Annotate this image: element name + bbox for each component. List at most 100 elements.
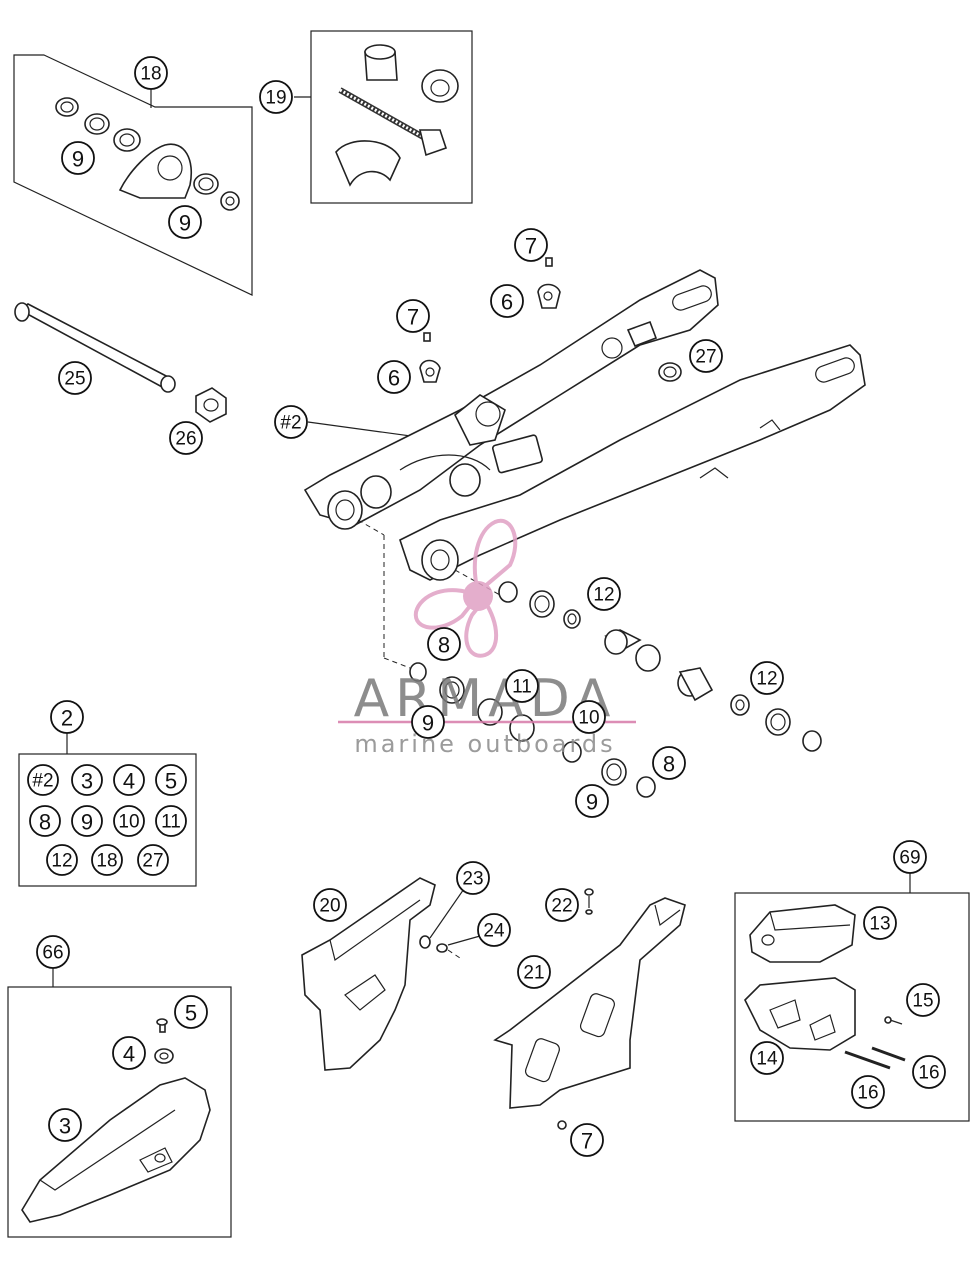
kit2-item-ring [91,844,123,876]
axle-and-nut [14,302,227,423]
callout-c-27: 27 [689,339,723,373]
kit2-item-0: #2 [27,764,59,796]
callout-number: 9 [72,147,84,172]
kit2-item-3: 5 [155,764,187,796]
callout-ring [313,888,347,922]
callout-c-11a: 11 [505,669,539,703]
callout-ring [750,1041,784,1075]
callout-number: 21 [523,963,544,984]
kit2-item-5: 9 [71,805,103,837]
callout-ring [36,935,70,969]
callout-c-13: 13 [863,906,897,940]
callout-ring [377,360,411,394]
callout-number: 14 [756,1049,778,1070]
callout-c-26: 26 [169,421,203,455]
callout-c-5: 5 [174,995,208,1029]
callout-c-69: 69 [893,840,927,874]
watermark-subtitle: marine outboards [354,730,615,758]
kit2-item-ring [155,764,187,796]
callout-ring [514,228,548,262]
callout-ring [505,669,539,703]
callout-ring [652,746,686,780]
chain-guard-20 [301,877,461,1071]
callout-c-25: 25 [58,361,92,395]
callout-number: 25 [64,369,85,390]
callout-ring [168,205,202,239]
kit2-item-number: 12 [51,851,72,872]
kit-18-frame [13,54,253,296]
watermark-title: ARMADA [354,669,617,729]
callout-c-9c: 9 [411,705,445,739]
callout-number: 10 [578,708,599,729]
kit2-item-ring [155,805,187,837]
callout-number: 12 [593,585,614,606]
swing-arm [303,269,866,581]
callout-number: 8 [663,752,675,777]
kit-69-frame [734,892,970,1122]
callout-c-16a: 16 [912,1055,946,1089]
callout-c-h2: #2 [274,405,308,439]
kit2-item-ring [113,805,145,837]
kit-2-frame [18,753,197,887]
callout-ring [169,421,203,455]
callout-ring [58,361,92,395]
callout-ring [517,955,551,989]
callout-c-3: 3 [48,1108,82,1142]
kit-66-parts [21,1018,211,1223]
callout-ring [259,80,293,114]
callout-number: 7 [581,1129,593,1154]
kit2-item-number: #2 [32,771,53,792]
callout-ring [587,577,621,611]
kit2-item-6: 10 [113,805,145,837]
kit2-item-ring [113,764,145,796]
callout-ring [61,141,95,175]
callout-c-8b: 8 [652,746,686,780]
callout-ring [893,840,927,874]
callout-ring [490,284,524,318]
kit2-item-ring [71,805,103,837]
kit2-item-number: 3 [81,769,93,794]
callout-c-9a: 9 [61,141,95,175]
kit2-item-ring [71,764,103,796]
kit2-item-1: 3 [71,764,103,796]
callout-c-2: 2 [50,700,84,734]
kit-69-parts [744,904,906,1070]
callout-c-21: 21 [517,955,551,989]
callout-number: 24 [483,921,505,942]
callout-number: 11 [512,677,532,698]
callout-number: 3 [59,1114,71,1139]
callout-c-8a: 8 [427,627,461,661]
callout-number: 27 [695,347,716,368]
kit2-item-number: 4 [123,769,135,794]
kit2-item-10: 27 [137,844,169,876]
callout-c-6a: 6 [490,284,524,318]
callout-ring [570,1123,604,1157]
callout-number: 69 [899,848,920,869]
callout-ring [572,700,606,734]
kit2-item-ring [137,844,169,876]
kit2-item-9: 18 [91,844,123,876]
kit2-item-ring [29,805,61,837]
callout-number: 22 [551,896,572,917]
callout-number: 4 [123,1042,135,1067]
callout-ring [274,405,308,439]
callout-ring [575,784,609,818]
callout-number: 13 [869,914,890,935]
callout-c-12b: 12 [750,661,784,695]
kit-19-frame [310,30,473,204]
kit2-item-number: 18 [96,851,117,872]
callout-ring [477,913,511,947]
callout-c-20: 20 [313,888,347,922]
callout-number: 16 [918,1063,939,1084]
callout-c-7a: 7 [514,228,548,262]
callout-ring [456,861,490,895]
kit2-item-number: 9 [81,810,93,835]
callout-number: 18 [140,64,161,85]
callout-number: 20 [319,896,340,917]
callout-c-9d: 9 [575,784,609,818]
callout-ring [174,995,208,1029]
callout-number: 16 [857,1083,878,1104]
